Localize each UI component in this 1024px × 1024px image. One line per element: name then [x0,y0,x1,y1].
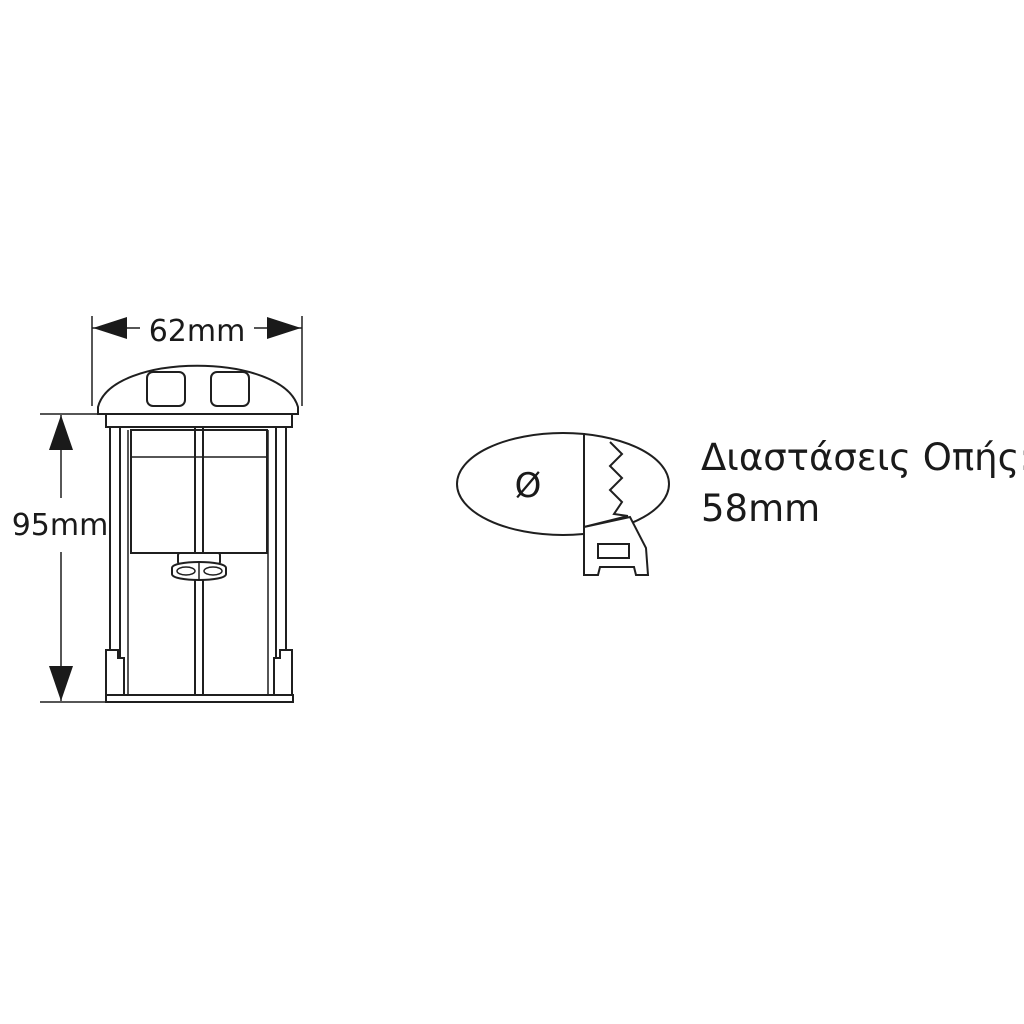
hole-detail: Ø [456,432,670,576]
height-arrow-top [49,415,73,450]
hole-caption-title: Διαστάσεις Οπής: [701,436,1024,479]
cable-clamp [171,552,227,581]
height-arrow-bottom [49,666,73,701]
break-line [608,441,629,517]
cap-window-left [146,371,186,407]
fixture-drawing [97,364,299,703]
section-slot [597,543,630,559]
height-dimension: 95mm [12,413,110,703]
height-label: 95mm [12,508,109,543]
hole-ellipse [456,432,670,536]
hole-caption-size: 58mm [701,487,820,530]
width-arrow-left [93,317,127,339]
width-arrow-right [267,317,301,339]
width-dimension: 62mm [91,314,303,406]
fixture-flange [105,413,293,428]
fixture-base [105,694,294,703]
foot-left [105,649,125,697]
fixture-body-upper [130,429,268,554]
diameter-symbol: Ø [515,466,542,506]
fixture-cap [97,364,299,415]
width-label: 62mm [149,314,246,349]
cap-window-right [210,371,250,407]
